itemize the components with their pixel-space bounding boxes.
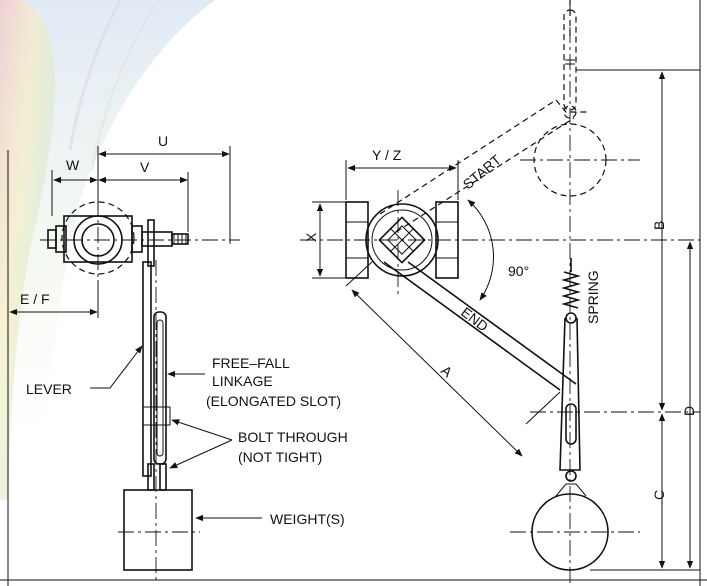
- left-callouts: [90, 345, 262, 522]
- dim-label-a: A: [438, 362, 456, 381]
- weights-label: WEIGHT(S): [270, 511, 345, 527]
- linkage-label-line2: LINKAGE: [212, 373, 273, 389]
- dim-label-u: U: [158, 133, 168, 149]
- dim-label-c: C: [651, 490, 667, 500]
- dim-label-yz: Y / Z: [372, 147, 402, 163]
- lever-label: LEVER: [26, 381, 72, 397]
- dim-label-d: D: [681, 406, 697, 416]
- linkage-label-line3: (ELONGATED SLOT): [206, 393, 341, 409]
- dim-label-ef: E / F: [20, 291, 50, 307]
- angle-label: 90°: [508, 263, 529, 279]
- decorative-swoosh: [0, 0, 215, 500]
- right-dimensions: [312, 0, 701, 586]
- left-side-view: [40, 200, 240, 580]
- dim-label-x: X: [303, 232, 319, 242]
- end-label: END: [458, 304, 491, 335]
- dim-label-w: W: [66, 157, 80, 173]
- left-dimensions: [0, 146, 707, 586]
- spring-label: SPRING: [585, 270, 601, 324]
- dim-label-v: V: [140, 159, 150, 175]
- right-front-view: [300, 0, 700, 586]
- start-label: START: [460, 151, 505, 192]
- linkage-label-line1: FREE–FALL: [212, 355, 290, 371]
- bolt-label-line1: BOLT THROUGH: [238, 429, 348, 445]
- dim-label-b: B: [651, 221, 667, 230]
- bolt-label-line2: (NOT TIGHT): [238, 449, 322, 465]
